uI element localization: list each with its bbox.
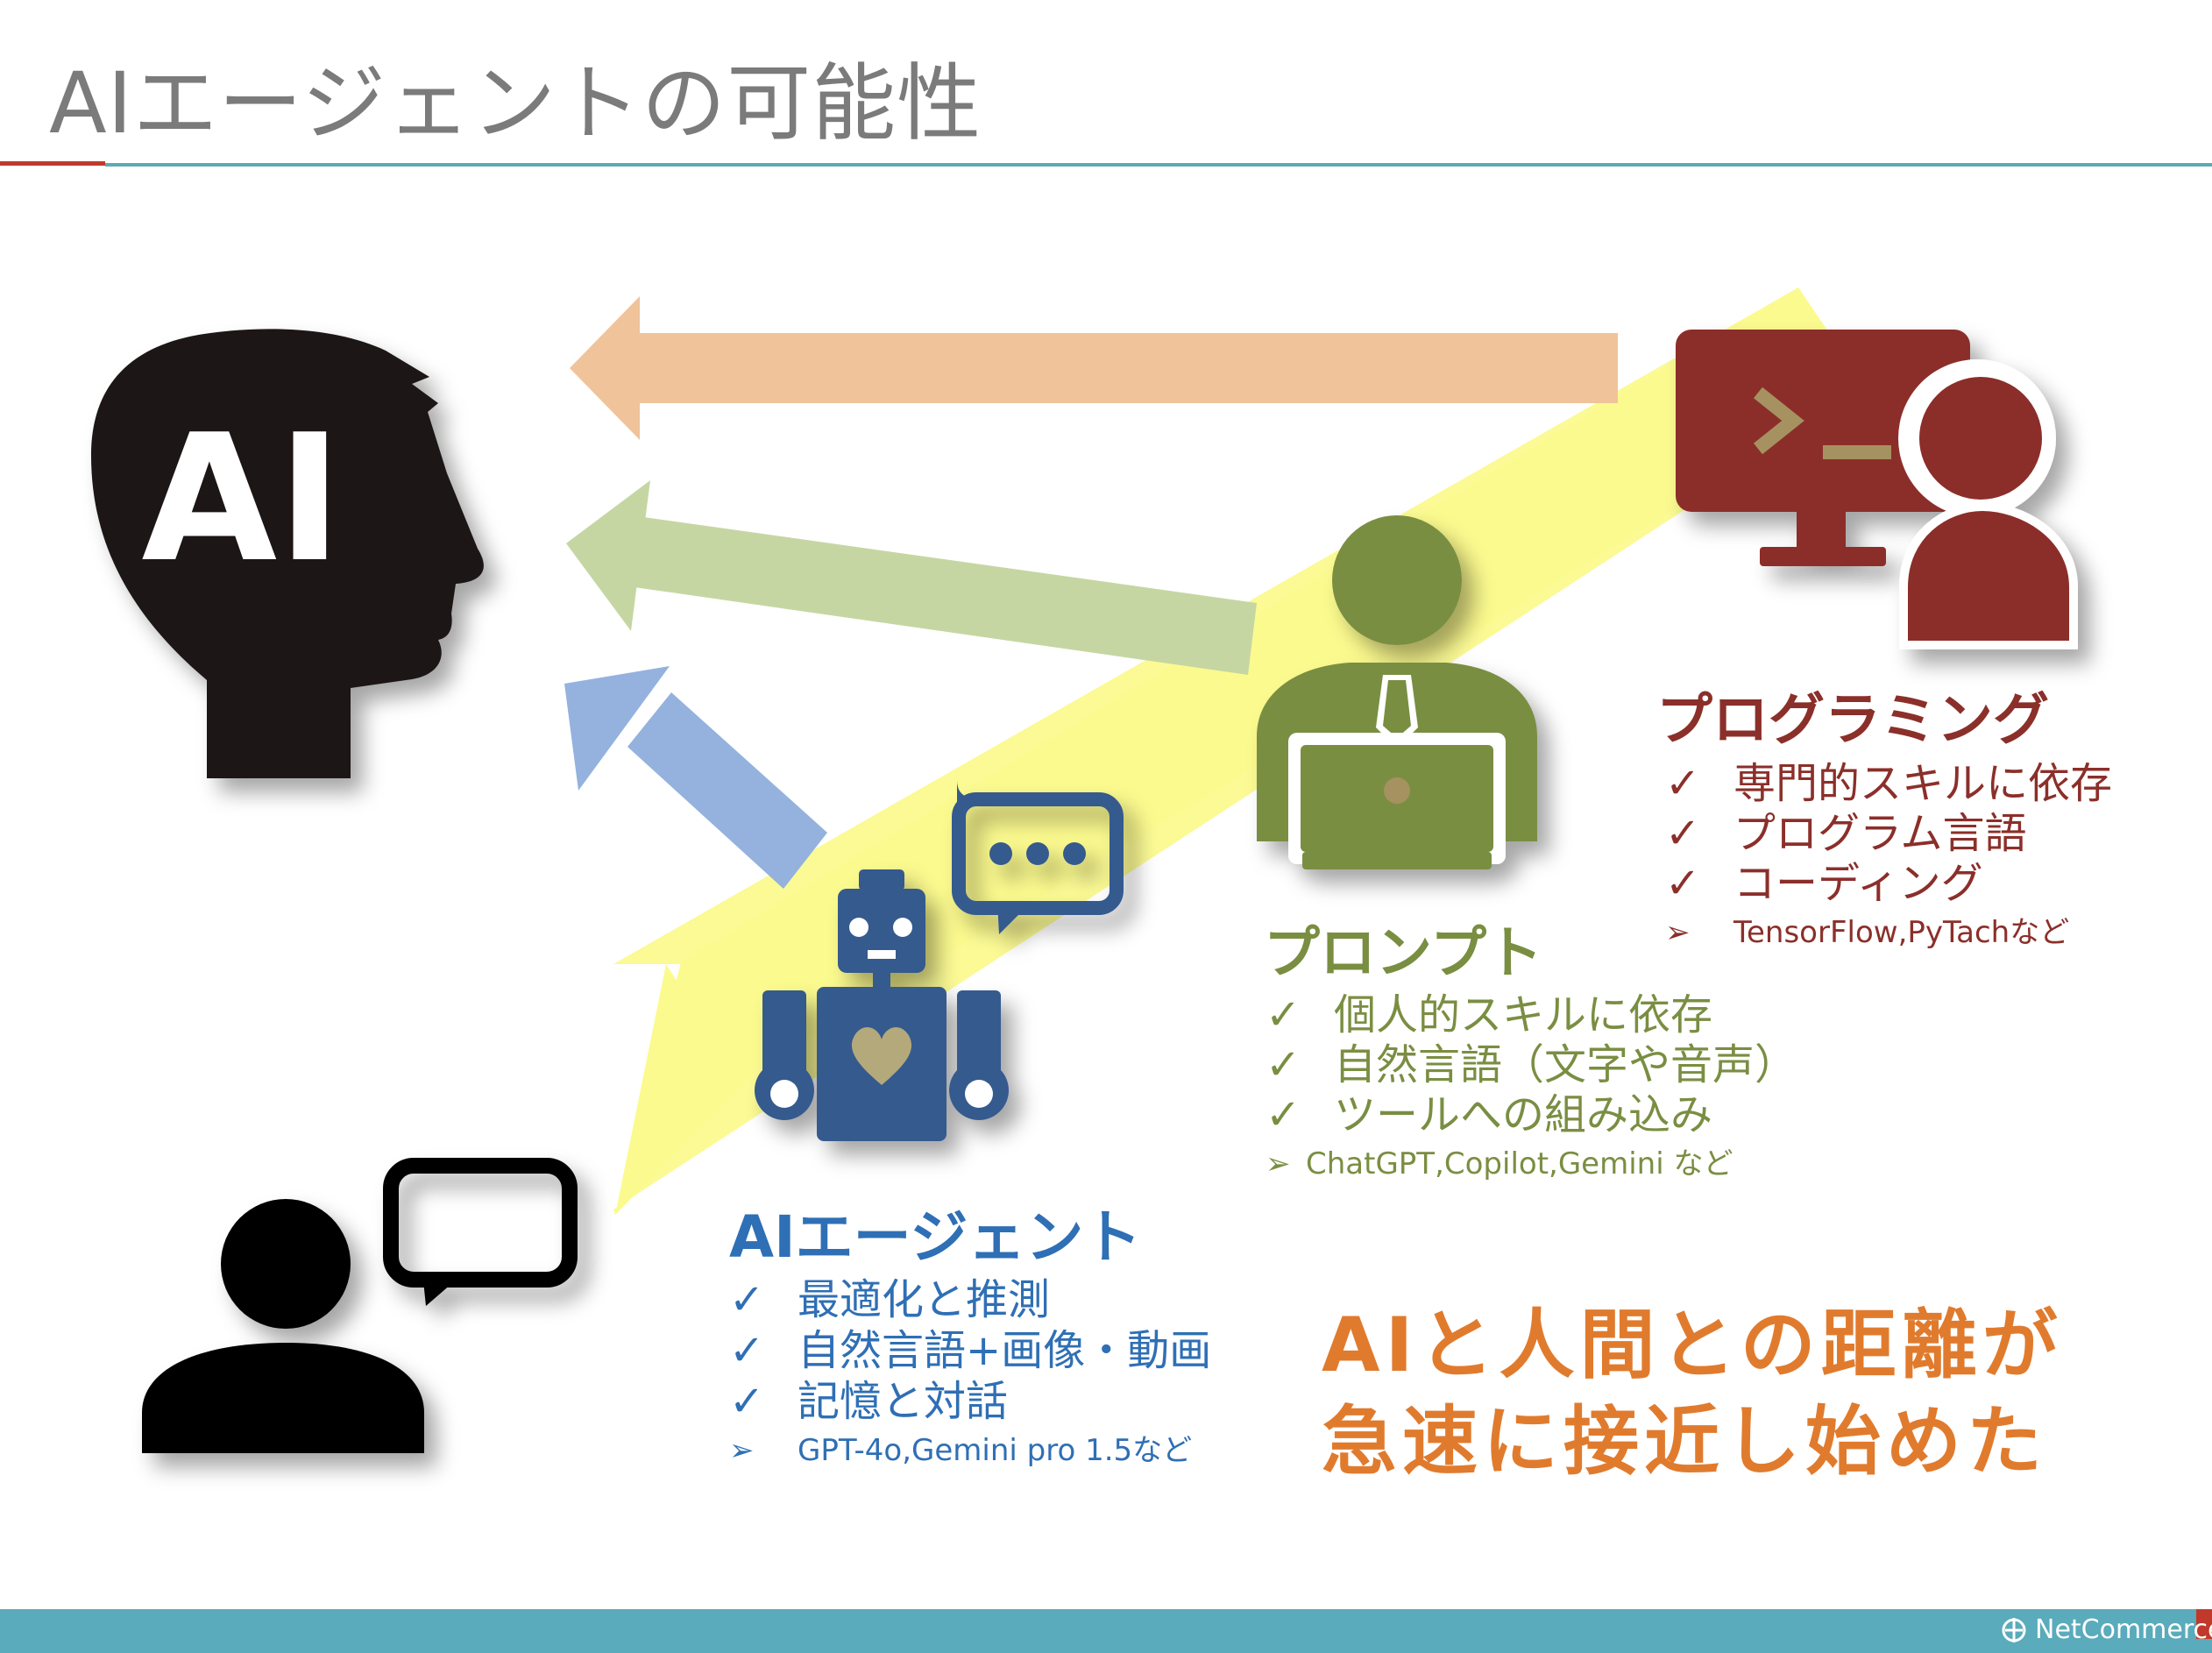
programming-heading: プログラミング (1656, 688, 2049, 753)
arrow-bullet-icon: ➢ (729, 1433, 755, 1468)
footer-logo: NetCommerce (2000, 1614, 2212, 1645)
blue-arrow (564, 666, 827, 889)
check-icon: ✓ (729, 1377, 765, 1426)
check-icon: ✓ (1665, 759, 1701, 808)
list-item-example: ➢TensorFlow,PyTachなど (1665, 909, 2112, 956)
check-icon: ✓ (1266, 1040, 1301, 1089)
list-item: ✓ツールへの組み込み (1266, 1090, 1713, 1139)
orange-arrow (570, 296, 1618, 440)
arrow-bullet-icon: ➢ (1266, 1146, 1291, 1181)
conclusion-text: AIと人間との距離が 急速に接近し始めた (1322, 1297, 2063, 1490)
agent-heading: AIエージェント (729, 1203, 1142, 1271)
footer-accent (2196, 1609, 2212, 1639)
person-speech-bubble-icon (383, 1158, 578, 1306)
list-item: ✓記憶と対話 (729, 1377, 1009, 1426)
check-icon: ✓ (1266, 990, 1301, 1039)
list-item: ✓個人的スキルに依存 (1266, 990, 1713, 1039)
conclusion-line-1: AIと人間との距離が (1322, 1302, 2063, 1389)
check-icon: ✓ (729, 1275, 765, 1324)
list-item-example: ➢ChatGPT,Copilot,Gemini など (1266, 1140, 1797, 1188)
programming-list: ✓専門的スキルに依存 ✓プログラム言語 ✓コーディング ➢TensorFlow,… (1665, 759, 2112, 956)
netcommerce-logo-icon (2002, 1617, 2026, 1642)
agent-list: ✓最適化と推測 ✓自然言語+画像・動画 ✓記憶と対話 ➢GPT-4o,Gemin… (729, 1274, 1211, 1474)
check-icon: ✓ (1665, 859, 1701, 908)
check-icon: ✓ (1665, 809, 1701, 858)
robot-icon (755, 869, 1009, 1141)
office-worker-icon (1257, 515, 1537, 869)
list-item: ✓プログラム言語 (1665, 809, 2027, 858)
list-item: ✓専門的スキルに依存 (1665, 759, 2113, 808)
yellow-band (615, 287, 1868, 1215)
list-item: ✓自然言語+画像・動画 (729, 1326, 1212, 1375)
list-item: ✓自然言語（文字や音声） (1266, 1040, 1797, 1089)
check-icon: ✓ (729, 1326, 765, 1375)
person-icon (142, 1199, 424, 1453)
list-item: ✓コーディング (1665, 859, 1983, 908)
title-underline-accent (0, 161, 105, 166)
footer-bar (0, 1609, 2212, 1653)
robot-speech-bubble-icon (952, 780, 1124, 934)
arrow-bullet-icon: ➢ (1665, 915, 1691, 950)
prompt-list: ✓個人的スキルに依存 ✓自然言語（文字や音声） ✓ツールへの組み込み ➢Chat… (1266, 990, 1797, 1188)
page-title: AIエージェントの可能性 (49, 54, 982, 153)
list-item: ✓最適化と推測 (729, 1275, 1051, 1324)
programmer-icon (1676, 330, 2078, 649)
list-item-example: ➢GPT-4o,Gemini pro 1.5など (729, 1427, 1211, 1474)
title-underline (105, 163, 2212, 167)
green-arrow (566, 480, 1257, 675)
ai-head-icon: AI (91, 329, 484, 779)
conclusion-line-2: 急速に接近し始めた (1322, 1398, 2047, 1486)
footer-brand: NetCommerce (2035, 1614, 2212, 1645)
prompt-heading: プロンプト (1264, 921, 1543, 986)
check-icon: ✓ (1266, 1090, 1301, 1139)
ai-head-label: AI (141, 397, 342, 601)
